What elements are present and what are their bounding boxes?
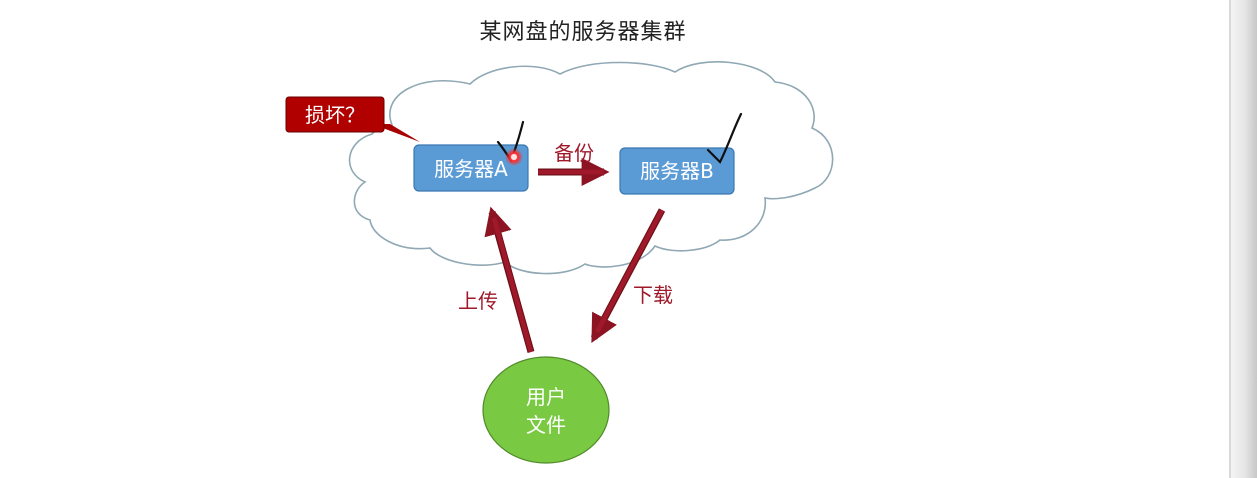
upload-arrow: 上传 xyxy=(458,206,535,353)
user-file-line1: 用户 xyxy=(526,385,566,409)
backup-label: 备份 xyxy=(554,141,594,165)
cluster-diagram: 损坏？ 服务器A 服务器B 备份 上传 xyxy=(285,61,834,464)
callout-damage: 损坏？ xyxy=(285,96,420,142)
pointer-dot-center xyxy=(511,154,517,160)
download-arrow: 下载 xyxy=(590,208,673,343)
backup-arrow: 备份 xyxy=(538,141,610,186)
server-a-label: 服务器A xyxy=(434,157,508,181)
user-file-line2: 文件 xyxy=(526,413,566,437)
user-file-node: 用户 文件 xyxy=(482,356,610,464)
download-label: 下载 xyxy=(633,283,673,307)
diagram-title: 某网盘的服务器集群 xyxy=(479,20,687,45)
callout-text: 损坏？ xyxy=(305,103,365,127)
check-mark-icon xyxy=(706,112,743,164)
server-b-label: 服务器B xyxy=(640,159,714,183)
server-b-box: 服务器B xyxy=(619,147,735,195)
server-a-box: 服务器A xyxy=(413,144,529,192)
window-edge-shadow xyxy=(1229,0,1257,478)
upload-label: 上传 xyxy=(458,289,498,313)
